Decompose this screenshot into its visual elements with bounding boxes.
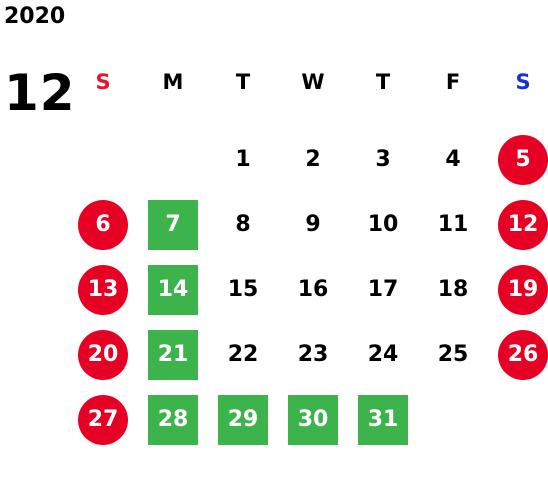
day-cell: 3 [348,127,418,192]
day-cell: 18 [418,257,488,322]
closed-day-marker: 29 [218,394,268,445]
day-number: 11 [437,212,469,237]
weekday-label: S [515,70,531,94]
day-cell: 23 [278,322,348,387]
weekday-label: T [235,70,251,94]
day-cell: 11 [418,192,488,257]
day-cell: 30 [278,387,348,452]
day-cell: 14 [138,257,208,322]
weekday-label: F [445,70,461,94]
day-cell: 9 [278,192,348,257]
empty-day-cell [488,387,548,452]
holiday-day-marker: 19 [498,264,548,315]
empty-day-cell [68,127,138,192]
day-cell: 24 [348,322,418,387]
empty-day-cell [418,387,488,452]
day-cell: 29 [208,387,278,452]
day-number: 9 [305,212,321,237]
day-cell: 10 [348,192,418,257]
day-cell: 4 [418,127,488,192]
day-cell: 12 [488,192,548,257]
day-number: 16 [297,277,329,302]
closed-day-marker: 14 [148,264,198,315]
day-cell: 21 [138,322,208,387]
empty-day-cell [138,127,208,192]
holiday-day-marker: 20 [78,329,128,380]
calendar-month: 12 [4,64,76,122]
day-cell: 22 [208,322,278,387]
closed-day-marker: 7 [148,199,198,250]
day-number: 22 [227,342,259,367]
day-cell: 13 [68,257,138,322]
day-number: 2 [305,147,321,172]
closed-day-marker: 30 [288,394,338,445]
day-cell: 27 [68,387,138,452]
weekday-label: M [162,70,184,94]
day-cell: 6 [68,192,138,257]
day-number: 10 [367,212,399,237]
weekday-label: T [375,70,391,94]
day-number: 23 [297,342,329,367]
day-cell: 7 [138,192,208,257]
day-cell: 15 [208,257,278,322]
day-cell: 17 [348,257,418,322]
holiday-day-marker: 12 [498,199,548,250]
day-number: 18 [437,277,469,302]
holiday-day-marker: 5 [498,134,548,185]
day-cell: 16 [278,257,348,322]
day-cell: 25 [418,322,488,387]
day-cell: 26 [488,322,548,387]
holiday-day-marker: 27 [78,394,128,445]
calendar-year: 2020 [4,4,66,29]
day-cell: 19 [488,257,548,322]
day-cell: 31 [348,387,418,452]
day-number: 24 [367,342,399,367]
holiday-day-marker: 26 [498,329,548,380]
day-number: 3 [375,147,391,172]
day-cell: 5 [488,127,548,192]
closed-day-marker: 31 [358,394,408,445]
day-cell: 1 [208,127,278,192]
day-number: 17 [367,277,399,302]
day-number: 25 [437,342,469,367]
closed-day-marker: 21 [148,329,198,380]
closed-day-marker: 28 [148,394,198,445]
day-number: 1 [235,147,251,172]
holiday-day-marker: 13 [78,264,128,315]
day-number: 15 [227,277,259,302]
day-cell: 28 [138,387,208,452]
day-cell: 2 [278,127,348,192]
day-number: 4 [445,147,461,172]
holiday-day-marker: 6 [78,199,128,250]
day-number: 8 [235,212,251,237]
day-cell: 20 [68,322,138,387]
weekday-label: S [95,70,111,94]
day-cell: 8 [208,192,278,257]
weekday-label: W [301,70,325,94]
